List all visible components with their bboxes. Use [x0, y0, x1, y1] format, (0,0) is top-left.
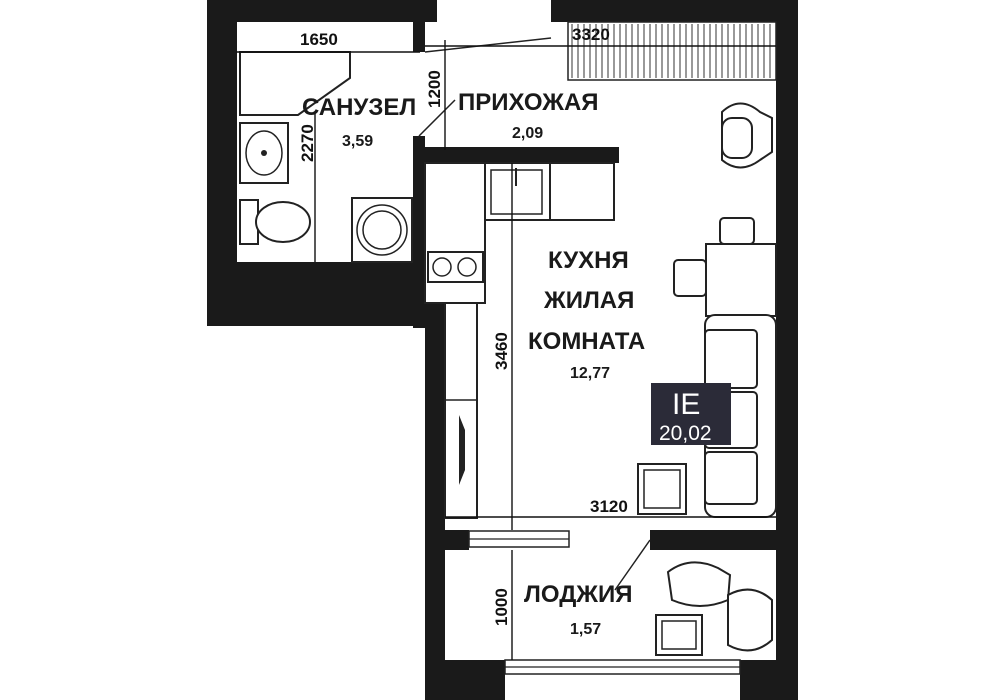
toilet — [239, 199, 311, 245]
dim-room-width: 3120 — [590, 497, 628, 516]
room-label-bathroom: САНУЗЕЛ — [302, 94, 416, 121]
wall-bath-top — [207, 0, 437, 22]
wall-bath-right — [413, 136, 425, 266]
room-area-living: 12,77 — [570, 365, 610, 382]
wall-right — [776, 0, 798, 700]
wall-bottom-right — [740, 660, 798, 700]
wall-top-right — [551, 0, 797, 22]
room-label-living-1: КУХНЯ — [548, 247, 629, 274]
room-label-hallway: ПРИХОЖАЯ — [458, 89, 599, 116]
coffee-table — [637, 463, 687, 515]
badge-total-area: 20,02 — [659, 422, 712, 445]
door-loggia — [614, 539, 651, 591]
window-loggia-outer — [504, 659, 741, 675]
window-top — [567, 21, 777, 81]
room-area-hallway: 2,09 — [512, 125, 543, 142]
badge-type: IE — [672, 388, 700, 421]
walls — [207, 0, 798, 700]
door-bathroom — [418, 99, 456, 137]
room-label-loggia: ЛОДЖИЯ — [524, 581, 632, 608]
room-label-living-3: КОМНАТА — [528, 328, 645, 355]
dim-top-width: 3320 — [572, 25, 610, 44]
dim-bath-width: 1650 — [300, 30, 338, 49]
wall-loggia-left — [445, 530, 469, 550]
badge-background — [651, 383, 731, 445]
dimension-lines — [236, 40, 776, 660]
washing-machine — [351, 197, 413, 263]
wall-loggia-right — [650, 530, 778, 550]
armchair-top — [721, 102, 773, 169]
loggia-armchair-1 — [666, 561, 732, 607]
room-area-loggia: 1,57 — [570, 621, 601, 638]
wardrobe — [444, 302, 478, 519]
apartment-badge: IE 20,02 — [651, 383, 731, 445]
stove — [427, 251, 484, 283]
wall-kitchen-top — [413, 147, 619, 163]
wall-bath-right-stub — [413, 22, 425, 52]
wall-bath-bottom — [207, 262, 447, 326]
dim-hall-depth: 1200 — [425, 70, 444, 108]
dim-room-depth: 3460 — [492, 332, 511, 370]
dim-bath-height: 2270 — [298, 124, 317, 162]
door-entrance — [424, 37, 552, 53]
window-loggia-inner — [468, 530, 570, 548]
wall-center-left — [425, 326, 445, 700]
wall-bottom-left — [425, 660, 505, 700]
room-label-living-2: ЖИЛАЯ — [543, 287, 634, 314]
room-area-bathroom: 3,59 — [342, 133, 373, 150]
loggia-armchair-2 — [727, 588, 773, 652]
dim-loggia-depth: 1000 — [492, 588, 511, 626]
sink — [239, 122, 289, 184]
loggia-table — [655, 614, 703, 656]
dining-table — [673, 217, 777, 317]
